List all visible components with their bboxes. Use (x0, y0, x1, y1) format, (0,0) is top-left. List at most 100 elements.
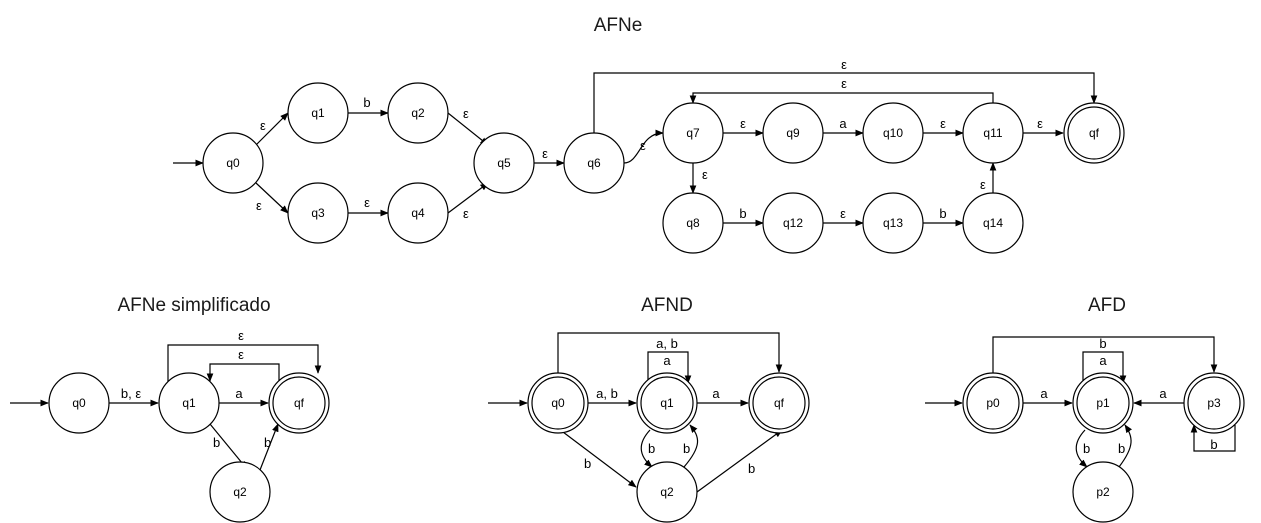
state-q1: q1 (158, 372, 220, 434)
label-p1-p1: a (1099, 353, 1107, 368)
svg-text:p3: p3 (1207, 396, 1221, 410)
edge-q2-q5 (447, 112, 489, 146)
state-q2: q2 (209, 461, 271, 523)
title-afne-simplificado: AFNe simplificado (117, 295, 270, 316)
state-q0: q0 (202, 132, 264, 194)
state-p1-final: p1 (1072, 372, 1134, 434)
diagram-afnd: AFND a, b a, b a a b b b b q0 q1 qf q2 (488, 295, 810, 523)
label-q1-qf-eps: ε (238, 328, 244, 343)
state-q14: q14 (962, 192, 1024, 254)
label-q7-q8: ε (702, 167, 708, 182)
svg-text:q9: q9 (786, 126, 800, 140)
label-p0-p3: b (1099, 336, 1106, 351)
label-q7-q9: ε (740, 116, 746, 131)
edge-p3-p3 (1190, 424, 1236, 452)
svg-text:qf: qf (774, 396, 785, 410)
state-q1-final: q1 (636, 372, 698, 434)
label-q10-q11: ε (940, 116, 946, 131)
label-q9-q10: a (839, 116, 847, 131)
state-q13: q13 (862, 192, 924, 254)
svg-text:q13: q13 (883, 216, 903, 230)
label-q11-q7: ε (841, 76, 847, 91)
state-q6: q6 (563, 132, 625, 194)
svg-text:q11: q11 (983, 126, 1002, 140)
svg-text:q5: q5 (497, 156, 511, 170)
svg-text:q0: q0 (72, 396, 86, 410)
state-q9: q9 (762, 102, 824, 164)
state-q5: q5 (473, 132, 535, 194)
state-p0-final: p0 (962, 372, 1024, 434)
edge-q4-q5 (447, 182, 489, 214)
state-q2: q2 (387, 82, 449, 144)
svg-text:q6: q6 (587, 156, 601, 170)
label-q0-q1: ε (260, 118, 266, 133)
edge-q1-qf-eps (167, 344, 322, 382)
label-p3-p1: a (1159, 386, 1167, 401)
label-q3-q4: ε (364, 195, 370, 210)
label-q2-qf: b (748, 461, 755, 476)
label-q1-q2: b (648, 441, 655, 456)
state-q0-final: q0 (527, 372, 589, 434)
svg-text:p0: p0 (986, 396, 1000, 410)
svg-text:q2: q2 (411, 106, 425, 120)
label-q4-q5: ε (463, 206, 469, 221)
svg-text:q7: q7 (686, 126, 700, 140)
edge-q0-qf (557, 332, 783, 373)
edge-p0-p3 (992, 336, 1218, 373)
state-q12: q12 (762, 192, 824, 254)
svg-text:q1: q1 (182, 396, 196, 410)
label-q0-q1: a, b (596, 386, 618, 401)
state-q3: q3 (287, 182, 349, 244)
state-q10: q10 (862, 102, 924, 164)
svg-text:q1: q1 (660, 396, 674, 410)
svg-text:q12: q12 (783, 216, 803, 230)
edge-q2-qf (259, 423, 279, 471)
label-qf-q1-eps: ε (238, 347, 244, 362)
edge-q0-q1 (255, 112, 289, 146)
label-q1-q2: b (363, 95, 370, 110)
edge-q11-q7 (689, 92, 994, 104)
svg-text:qf: qf (294, 396, 305, 410)
edge-p2-p1 (1118, 424, 1132, 468)
title-afnd: AFND (641, 295, 693, 316)
label-q2-q5: ε (463, 106, 469, 121)
state-q8: q8 (662, 192, 724, 254)
label-q5-q6: ε (542, 146, 548, 161)
state-qf-final: qf (748, 372, 810, 434)
svg-text:q3: q3 (311, 206, 325, 220)
state-q0: q0 (48, 372, 110, 434)
svg-text:q0: q0 (551, 396, 565, 410)
label-p3-p3: b (1210, 437, 1217, 452)
state-q11: q11 (962, 102, 1024, 164)
edge-q0-q3 (255, 182, 289, 214)
state-q1: q1 (287, 82, 349, 144)
svg-text:q4: q4 (411, 206, 425, 220)
edge-q0-q2 (562, 431, 637, 488)
edge-q6-q7 (623, 129, 664, 164)
label-q0-qf: a, b (656, 336, 678, 351)
label-q8-q12: b (739, 206, 746, 221)
state-qf-final: qf (268, 372, 330, 434)
label-q1-qf: a (235, 386, 243, 401)
label-p2-p1: b (1118, 441, 1125, 456)
label-q2-qf: b (264, 435, 271, 450)
label-q6-q7: ε (640, 138, 646, 153)
edge-q2-q1 (683, 424, 699, 468)
svg-text:q14: q14 (983, 216, 1003, 230)
diagram-afne-simplificado: AFNe simplificado b, ε a b b ε ε q0 q1 q… (10, 295, 330, 523)
title-afd: AFD (1088, 295, 1126, 316)
svg-text:q1: q1 (311, 106, 325, 120)
label-q0-q1: b, ε (121, 386, 141, 401)
edge-p1-p2 (1075, 429, 1088, 468)
label-q1-qf: a (712, 386, 720, 401)
label-q14-q11: ε (980, 177, 986, 192)
label-q13-q14: b (939, 206, 946, 221)
edge-q1-q2 (640, 429, 653, 468)
edge-q2-qf (696, 429, 783, 493)
label-q11-qf: ε (1037, 116, 1043, 131)
svg-text:q2: q2 (660, 485, 674, 499)
svg-text:p2: p2 (1096, 485, 1110, 499)
edge-qf-q1-eps (206, 363, 280, 382)
state-q4: q4 (387, 182, 449, 244)
